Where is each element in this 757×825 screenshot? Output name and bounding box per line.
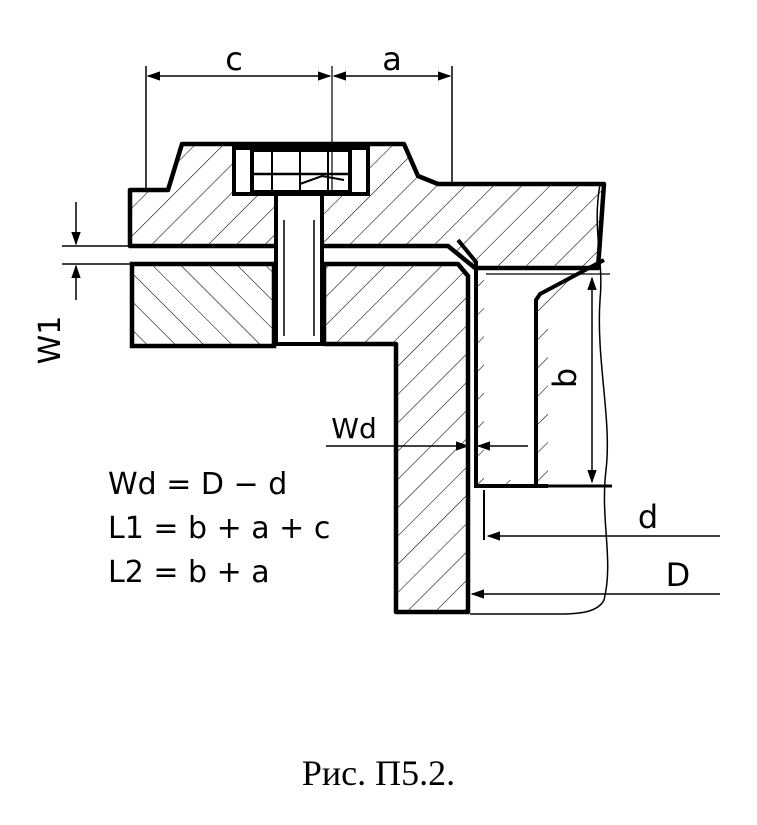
dim-label-wd: Wd [331, 412, 376, 445]
dim-label-D: D [666, 556, 691, 594]
lower-plate [129, 261, 277, 349]
dimension-c-a: c a [145, 40, 453, 196]
dimension-b: b [486, 273, 610, 484]
upper-plate [127, 141, 607, 271]
figure-caption: Рис. П5.2. [301, 753, 456, 793]
dimension-d: d [486, 498, 720, 541]
dimension-wd: Wd [326, 412, 528, 451]
dim-label-w1: W1 [33, 316, 68, 365]
formula-l2: L2 = b + a [108, 555, 270, 590]
formula-l1: L1 = b + a + c [108, 511, 330, 546]
dim-label-b: b [546, 368, 584, 388]
break-line [470, 183, 609, 615]
dim-label-d: d [638, 498, 658, 536]
formula-block: Wd = D − d L1 = b + a + c L2 = b + a [108, 467, 330, 590]
housing-wall [456, 238, 612, 540]
ring-part [321, 261, 471, 615]
dim-label-a: a [382, 40, 402, 78]
formula-wd: Wd = D − d [108, 467, 287, 502]
dimension-D: D [470, 556, 720, 599]
bolt-shank [274, 192, 324, 346]
dim-label-c: c [225, 40, 243, 78]
dimension-w1: W1 [33, 202, 132, 364]
